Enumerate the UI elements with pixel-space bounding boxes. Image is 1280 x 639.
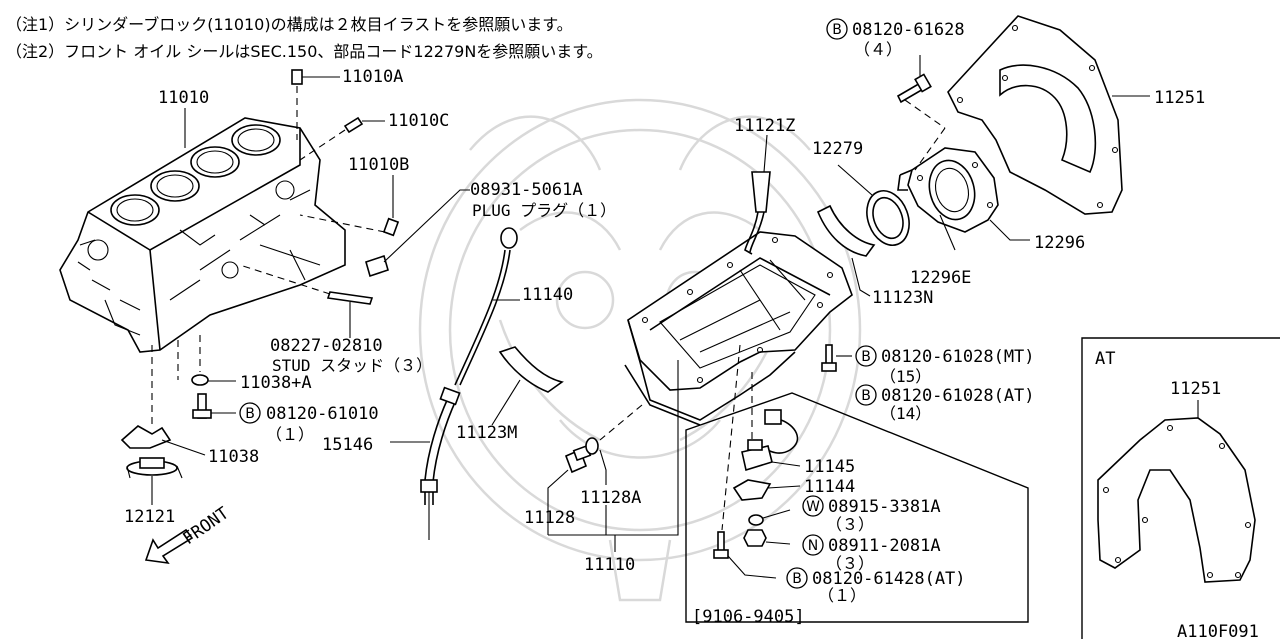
seal-retainer-12296-shape (897, 147, 999, 233)
plug-08931-shape (365, 254, 389, 278)
bolt-08120-61028-shape (821, 344, 837, 372)
note-1: （注1）シリンダーブロック(11010)の構成は２枚目イラストを参照願います。 (6, 15, 573, 34)
label-08120-61628: 08120-61628 (852, 20, 965, 40)
label-08911-qty: （３） (826, 554, 874, 573)
dowel-11010b-shape (382, 217, 400, 237)
baffle-11123m-shape (498, 346, 564, 393)
bolt-marker-61028-at: B (855, 384, 877, 406)
label-11140: 11140 (522, 285, 573, 305)
label-08931-desc: PLUG プラグ（１） (472, 201, 616, 220)
svg-text:W: W (806, 499, 820, 515)
rear-plate-11251-shape (947, 15, 1123, 215)
label-11038: 11038 (208, 447, 259, 467)
washer-marker-08915: W (802, 495, 824, 517)
label-08227-desc: STUD スタッド（３） (272, 356, 432, 375)
label-12279: 12279 (812, 139, 863, 159)
label-11110: 11110 (584, 555, 635, 575)
note-2: （注2）フロント オイル シールはSEC.150、部品コード12279Nを参照願… (6, 42, 603, 61)
label-11010a: 11010A (342, 67, 403, 87)
sensor-subassembly-box (685, 392, 1029, 623)
label-08120-61010: 08120-61010 (266, 404, 379, 424)
sensor-11145-shape (741, 409, 799, 472)
label-11251: 11251 (1154, 88, 1205, 108)
label-11121z: 11121Z (734, 116, 795, 136)
svg-text:B: B (245, 406, 255, 422)
bolt-marker-61628: B (826, 18, 848, 40)
label-11010c: 11010C (388, 111, 449, 131)
bolt-marker-61010: B (239, 402, 261, 424)
gasket-11038-shape (120, 425, 172, 449)
inset-part-label: 11251 (1170, 379, 1221, 399)
front-label: FRONT (179, 503, 232, 549)
pin-11010c-shape (343, 116, 364, 134)
inset-title: AT (1095, 349, 1115, 369)
svg-text:B: B (861, 349, 871, 365)
stud-08227-shape (326, 291, 374, 305)
label-08931: 08931-5061A (470, 180, 583, 200)
label-08227: 08227-02810 (270, 336, 383, 356)
rear-plate-at-shape (1097, 417, 1256, 583)
cylinder-block-drawing (59, 117, 346, 353)
label-08915-qty: （３） (826, 515, 874, 534)
label-11145: 11145 (804, 457, 855, 477)
svg-text:B: B (861, 388, 871, 404)
label-08120-61010-qty: （１） (266, 425, 314, 444)
label-08120-61428-qty: （１） (818, 586, 866, 605)
label-08911: 08911-2081A (828, 536, 941, 556)
label-15146: 15146 (322, 435, 373, 455)
label-08915: 08915-3381A (828, 497, 941, 517)
dipstick-guide-15146-shape (420, 386, 461, 540)
oil-seal-12279-shape (866, 190, 910, 246)
bolt-08120-61428-shape (713, 531, 729, 559)
label-11123m: 11123M (456, 423, 517, 443)
label-08120-61428: 08120-61428(AT) (812, 569, 966, 589)
label-08120-61028-mt-qty: （15） (880, 367, 931, 386)
nut-marker-08911: N (802, 534, 824, 556)
label-11128: 11128 (524, 508, 575, 528)
baffle-11123n-shape (816, 204, 876, 257)
label-08120-61628-qty: （４） (854, 40, 902, 59)
label-11038a: 11038+A (240, 373, 312, 393)
washer-11038a-shape (191, 374, 209, 386)
label-11010: 11010 (158, 88, 209, 108)
label-12296e: 12296E (910, 268, 971, 288)
label-08120-61028-at: 08120-61028(AT) (881, 386, 1035, 406)
dipstick-11140-shape (454, 227, 518, 386)
label-11144: 11144 (804, 477, 855, 497)
washer-08915-shape (748, 514, 764, 526)
at-inset-box (1081, 337, 1280, 639)
plug-11010a-shape (291, 69, 303, 85)
bolt-08120-61628-shape (896, 73, 932, 104)
label-08120-61028-at-qty: （14） (880, 404, 931, 423)
oil-pan-11110-shape (624, 231, 853, 426)
figure-code: A110F091 (1177, 622, 1259, 639)
label-11010b: 11010B (348, 155, 409, 175)
label-12121: 12121 (124, 507, 175, 527)
washer-11128a-shape (585, 437, 599, 455)
label-11123n: 11123N (872, 288, 933, 308)
gasket-11144-shape (732, 479, 772, 501)
date-range-label: [9106-9405] (692, 607, 805, 627)
bolt-marker-61428: B (786, 567, 808, 589)
bolt-08120-61010-shape (192, 393, 212, 419)
svg-text:N: N (808, 538, 818, 554)
sensor-12121-shape (126, 457, 183, 479)
label-11128a: 11128A (580, 488, 641, 508)
svg-text:B: B (832, 22, 842, 38)
label-08120-61028-mt: 08120-61028(MT) (881, 347, 1035, 367)
bolt-marker-61028-mt: B (855, 345, 877, 367)
svg-text:B: B (792, 571, 802, 587)
label-12296: 12296 (1034, 233, 1085, 253)
nut-08911-shape (743, 529, 767, 547)
front-arrow-icon (144, 528, 194, 565)
